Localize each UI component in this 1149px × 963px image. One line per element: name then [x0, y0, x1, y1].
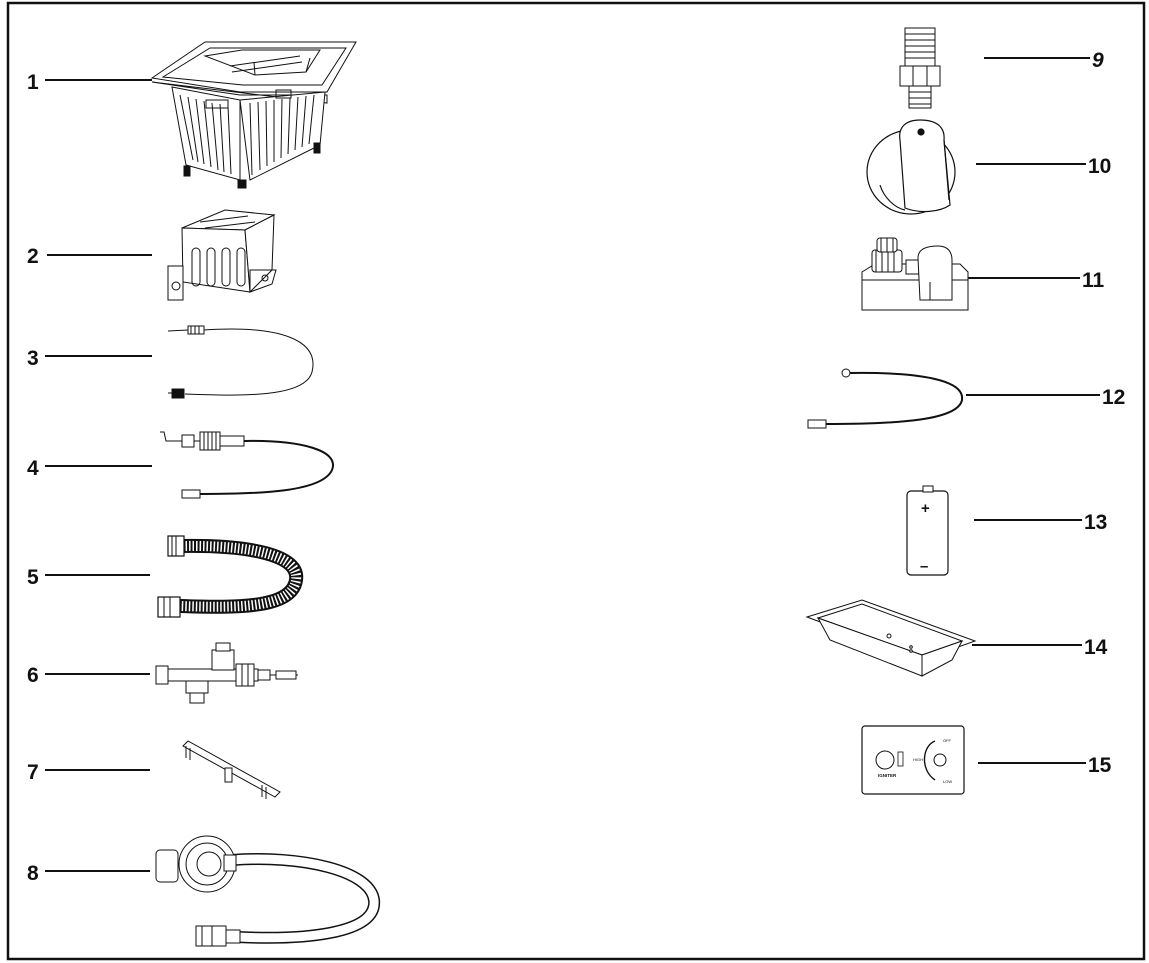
off-label: OFF — [943, 738, 952, 743]
part-number-11: 11 — [1082, 269, 1105, 292]
electrode-wire-icon — [160, 431, 334, 499]
fitting-icon — [899, 27, 941, 109]
part-4: 4 — [27, 431, 334, 499]
corrugated-hose-icon — [157, 535, 304, 618]
part-number-6: 6 — [27, 664, 39, 687]
knob-position-icon — [933, 753, 947, 767]
regulator-hose-icon — [155, 835, 381, 947]
part-number-14: 14 — [1084, 636, 1108, 659]
low-label: LOW — [943, 779, 952, 784]
battery-minus-label: – — [920, 558, 928, 575]
part-7: 7 — [27, 740, 281, 799]
part-13: 13 + – — [906, 485, 1107, 576]
part-1: 1 — [27, 41, 357, 189]
igniter-bracket-icon — [167, 209, 277, 301]
gas-valve-icon — [155, 642, 298, 704]
control-panel-icon: IGNITER OFF HIGH LOW — [861, 725, 965, 795]
thermocouple-icon — [167, 325, 314, 399]
part-10: 10 — [866, 119, 1111, 215]
part-number-9: 9 — [1092, 49, 1104, 72]
part-number-5: 5 — [27, 566, 39, 589]
burner-bar-icon — [182, 740, 281, 799]
igniter-module-icon — [861, 237, 969, 311]
part-3: 3 — [27, 325, 314, 399]
part-14: 14 — [805, 599, 1108, 677]
control-knob-icon — [866, 119, 956, 215]
part-number-15: 15 — [1088, 754, 1112, 777]
part-number-8: 8 — [27, 862, 39, 885]
part-number-1: 1 — [27, 71, 39, 94]
part-number-7: 7 — [27, 761, 39, 784]
part-2: 2 — [27, 209, 277, 301]
battery-icon: + – — [906, 485, 949, 576]
part-number-10: 10 — [1088, 155, 1111, 178]
part-number-12: 12 — [1102, 386, 1125, 409]
part-15: 15 IGNITER OFF HIGH LOW — [861, 725, 1112, 795]
part-9: 9 — [899, 27, 1104, 109]
part-11: 11 — [861, 237, 1105, 311]
part-8: 8 — [27, 835, 381, 947]
burner-pan-icon — [805, 599, 977, 677]
part-number-2: 2 — [27, 245, 39, 268]
ignition-wire-icon — [807, 368, 964, 429]
part-12: 12 — [807, 368, 1125, 429]
part-number-13: 13 — [1084, 511, 1107, 534]
high-label: HIGH — [913, 757, 923, 762]
igniter-label: IGNITER — [878, 773, 897, 778]
part-number-3: 3 — [27, 347, 39, 370]
part-number-4: 4 — [27, 457, 39, 480]
fire-pit-table-icon — [150, 41, 357, 189]
battery-plus-label: + — [921, 500, 930, 517]
diagram-border — [6, 1, 1146, 961]
igniter-button-icon — [875, 750, 895, 770]
part-6: 6 — [27, 642, 298, 704]
part-5: 5 — [27, 535, 304, 618]
